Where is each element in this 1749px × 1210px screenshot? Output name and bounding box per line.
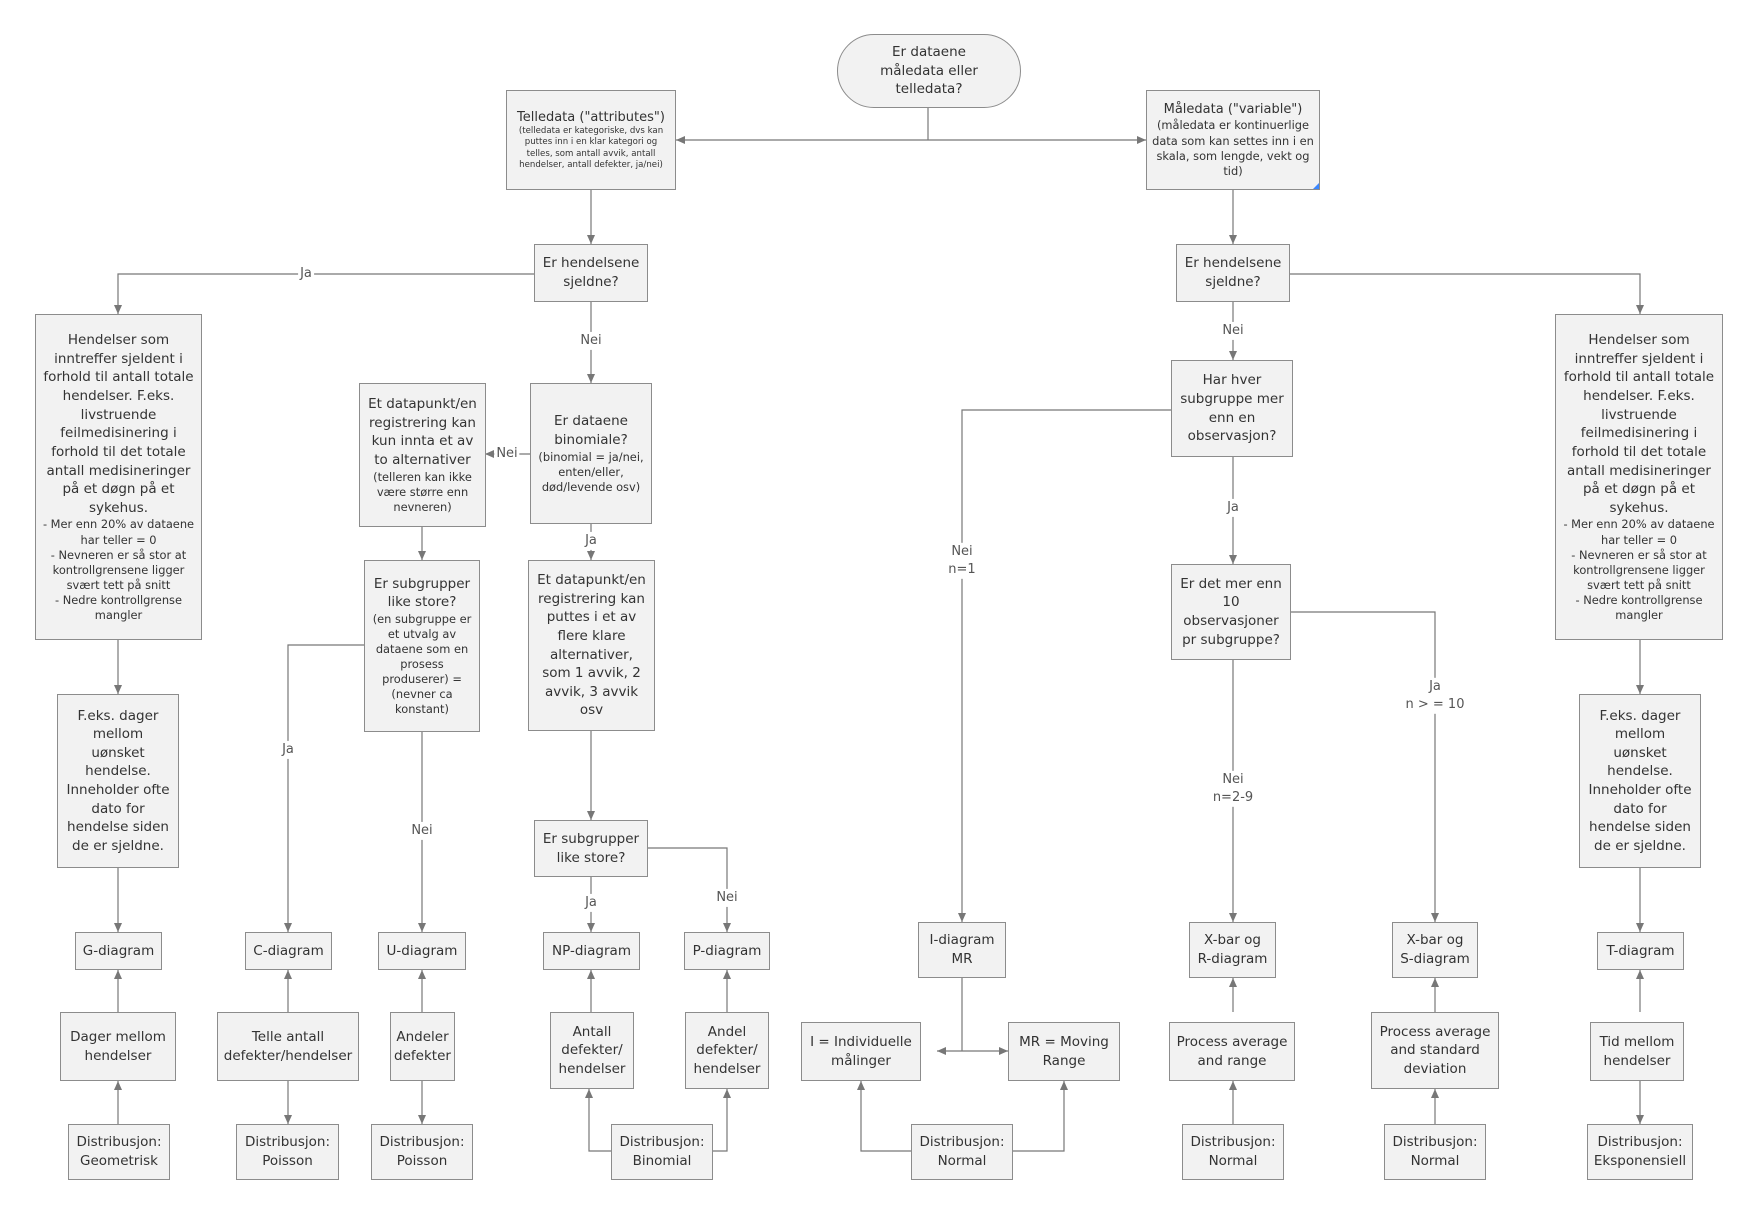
rare-desc-notes-right: - Mer enn 20% av dataene har teller = 0 …: [1563, 517, 1715, 622]
share-defects-box: Andeler defekter: [390, 1012, 455, 1081]
u-diagram: U-diagram: [378, 932, 466, 970]
edge-sub1-ja: [284, 644, 364, 932]
binomial-question: Er dataene binomiale? (binomial = ja/nei…: [530, 383, 652, 524]
individual-box: I = Individuelle målinger: [801, 1022, 921, 1081]
dist-binomial: Distribusjon: Binomial: [611, 1124, 713, 1180]
share-defects-box-2: Andel defekter/ hendelser: [685, 1012, 769, 1089]
edge-normal-individual: [857, 1081, 911, 1152]
p-diagram: P-diagram: [684, 932, 770, 970]
moving-range-box: MR = Moving Range: [1008, 1022, 1120, 1081]
two-alternatives-box: Et datapunkt/en registrering kan kun inn…: [359, 383, 486, 527]
dist-exponential: Distribusjon: Eksponensiell: [1587, 1124, 1693, 1180]
dist-geometric: Distribusjon: Geometrisk: [68, 1124, 170, 1180]
edge-rare-right-yes: [1290, 273, 1644, 314]
two-alt-main: Et datapunkt/en registrering kan kun inn…: [368, 396, 477, 469]
edge-rare-ja: [114, 273, 534, 314]
edge-label-nei-binomial: Nei: [494, 444, 520, 464]
subgroups-equal-question-1: Er subgrupper like store? (en subgruppe …: [364, 560, 480, 732]
time-between-box: Tid mellom hendelser: [1590, 1022, 1684, 1081]
edge-label-ja-binomial: Ja: [583, 531, 599, 551]
rare-desc-main-left: Hendelser som inntreffer sjeldent i forh…: [43, 332, 194, 516]
rare-description-left: Hendelser som inntreffer sjeldent i forh…: [35, 314, 202, 640]
example-days-left: F.eks. dager mellom uønsket hendelse. In…: [57, 694, 179, 868]
example-days-right: F.eks. dager mellom uønsket hendelse. In…: [1579, 694, 1701, 868]
edge-label-nei-n1: Nei n=1: [946, 542, 978, 580]
avg-range-box: Process average and range: [1169, 1022, 1295, 1081]
edge-label-ja-more-one: Ja: [1225, 498, 1241, 518]
telledata-box: Telledata ("attributes") (telledata er k…: [506, 90, 676, 190]
dist-poisson-1: Distribusjon: Poisson: [236, 1124, 339, 1180]
edge-label-nei-left: Nei: [578, 331, 604, 351]
binomial-desc: (binomial = ja/nei, enten/eller, død/lev…: [538, 449, 644, 494]
t-diagram: T-diagram: [1597, 932, 1684, 970]
multi-alternatives-box: Et datapunkt/en registrering kan puttes …: [528, 560, 655, 731]
dist-normal-2: Distribusjon: Normal: [1182, 1124, 1284, 1180]
rare-question-right: Er hendelsene sjeldne?: [1176, 244, 1290, 302]
edge-label-ja-sub1: Ja: [280, 740, 296, 760]
corner-marker-icon: [1313, 183, 1319, 189]
edge-label-ja-n10: Ja n > = 10: [1403, 677, 1467, 715]
start-question: Er dataene måledata eller telledata?: [837, 34, 1021, 108]
edge-normal-moving: [1013, 1081, 1068, 1152]
telledata-desc: (telledata er kategoriske, dvs kan putte…: [518, 125, 664, 170]
np-diagram: NP-diagram: [543, 932, 640, 970]
rare-desc-main-right: Hendelser som inntreffer sjeldent i forh…: [1563, 332, 1715, 516]
subgroups-equal-question-2: Er subgrupper like store?: [534, 820, 648, 877]
telledata-title: Telledata ("attributes"): [517, 109, 665, 125]
edge-binomial-count2: [585, 1089, 611, 1152]
rare-question-left: Er hendelsene sjeldne?: [534, 244, 648, 302]
edge-label-nei-right: Nei: [1220, 321, 1246, 341]
dist-normal-3: Distribusjon: Normal: [1384, 1124, 1486, 1180]
edge-label-nei-sub1: Nei: [409, 821, 435, 841]
edge-label-nei-n29: Nei n=2-9: [1210, 770, 1256, 808]
edge-moreten-ja: [1291, 611, 1439, 922]
rare-desc-notes-left: - Mer enn 20% av dataene har teller = 0 …: [42, 517, 195, 622]
maledata-desc: (måledata er kontinuerlige data som kan …: [1152, 118, 1314, 178]
more-than-ten-question: Er det mer enn 10 observasjoner pr subgr…: [1171, 564, 1291, 660]
dist-poisson-2: Distribusjon: Poisson: [371, 1124, 473, 1180]
edge-label-ja-sub2: Ja: [583, 893, 599, 913]
avg-std-box: Process average and standard deviation: [1371, 1012, 1499, 1089]
sub1-main: Er subgrupper like store?: [373, 575, 471, 611]
more-than-one-question: Har hver subgruppe mer enn en observasjo…: [1171, 360, 1293, 457]
g-diagram: G-diagram: [75, 932, 162, 970]
dist-normal-1: Distribusjon: Normal: [911, 1124, 1013, 1180]
xbar-s-diagram: X-bar og S-diagram: [1392, 922, 1478, 978]
i-mr-diagram: I-diagram MR: [918, 922, 1006, 978]
count-defects-box: Telle antall defekter/hendelser: [217, 1012, 359, 1081]
days-between-box: Dager mellom hendelser: [60, 1012, 176, 1081]
rare-description-right: Hendelser som inntreffer sjeldent i forh…: [1555, 314, 1723, 640]
edge-label-nei-sub2: Nei: [714, 888, 740, 908]
xbar-r-diagram: X-bar og R-diagram: [1189, 922, 1276, 978]
maledata-title: Måledata ("variable"): [1163, 102, 1303, 118]
c-diagram: C-diagram: [245, 932, 332, 970]
two-alt-desc: (telleren kan ikke være større enn nevne…: [373, 469, 472, 514]
binomial-main: Er dataene binomiale?: [554, 413, 628, 448]
sub1-desc: (en subgruppe er et utvalg av dataene so…: [372, 611, 472, 717]
count-defects-box-2: Antall defekter/ hendelser: [550, 1012, 634, 1089]
edge-moreone-nei: [958, 409, 1171, 922]
maledata-box: Måledata ("variable") (måledata er konti…: [1146, 90, 1320, 190]
edge-label-ja-left: Ja: [298, 264, 314, 284]
